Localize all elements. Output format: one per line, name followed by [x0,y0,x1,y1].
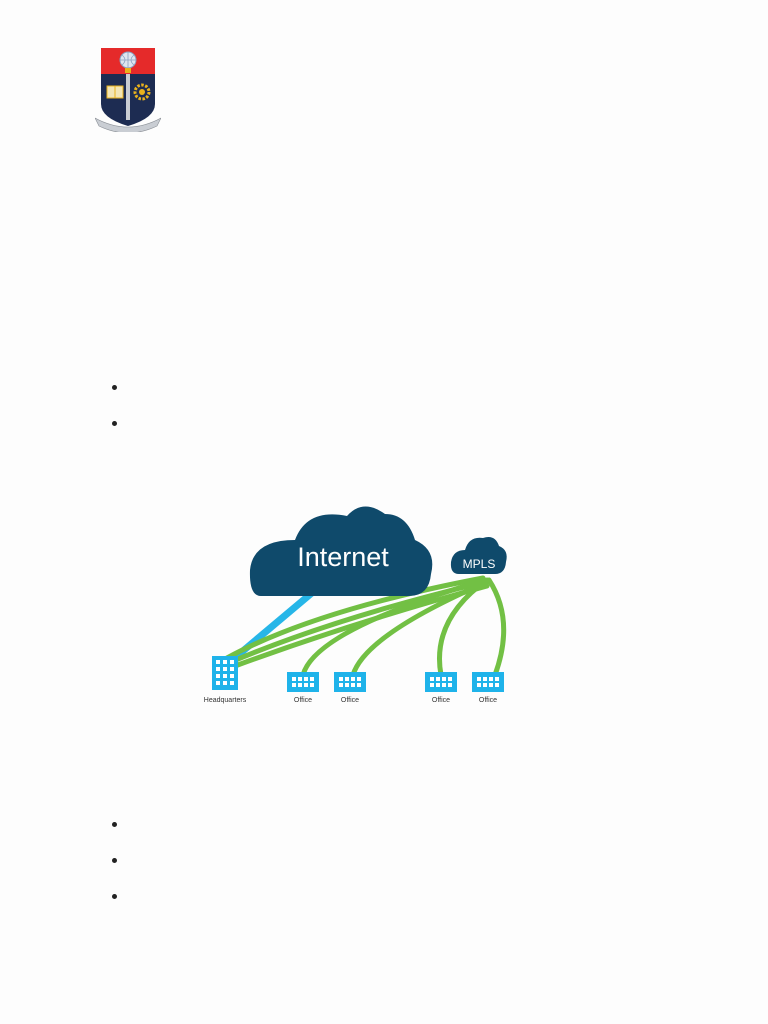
list-item [112,817,126,853]
mpls-cloud: MPLS [450,537,507,574]
site-label-office: Office [294,697,312,704]
internet-cloud: Internet [249,506,433,596]
office-building-icon [287,672,319,692]
office-building-icon [334,672,366,692]
university-crest-logo [95,48,161,132]
headquarters-building-icon [212,656,238,690]
mpls-links [224,575,507,678]
site-label-office: Office [479,697,497,704]
site-label-office: Office [432,697,450,704]
top-bullet-list [112,380,126,452]
network-diagram: Internet MPLS Headquarters Off [204,506,507,704]
list-item [112,853,126,889]
office-building-icon [472,672,504,692]
office-building-icon [425,672,457,692]
list-item [112,416,126,452]
list-item [112,889,126,925]
list-item [112,380,126,416]
site-label-headquarters: Headquarters [204,697,247,704]
site-label-office: Office [341,697,359,704]
mpls-label: MPLS [463,557,496,571]
internet-label: Internet [297,542,389,572]
bottom-bullet-list [112,817,126,925]
